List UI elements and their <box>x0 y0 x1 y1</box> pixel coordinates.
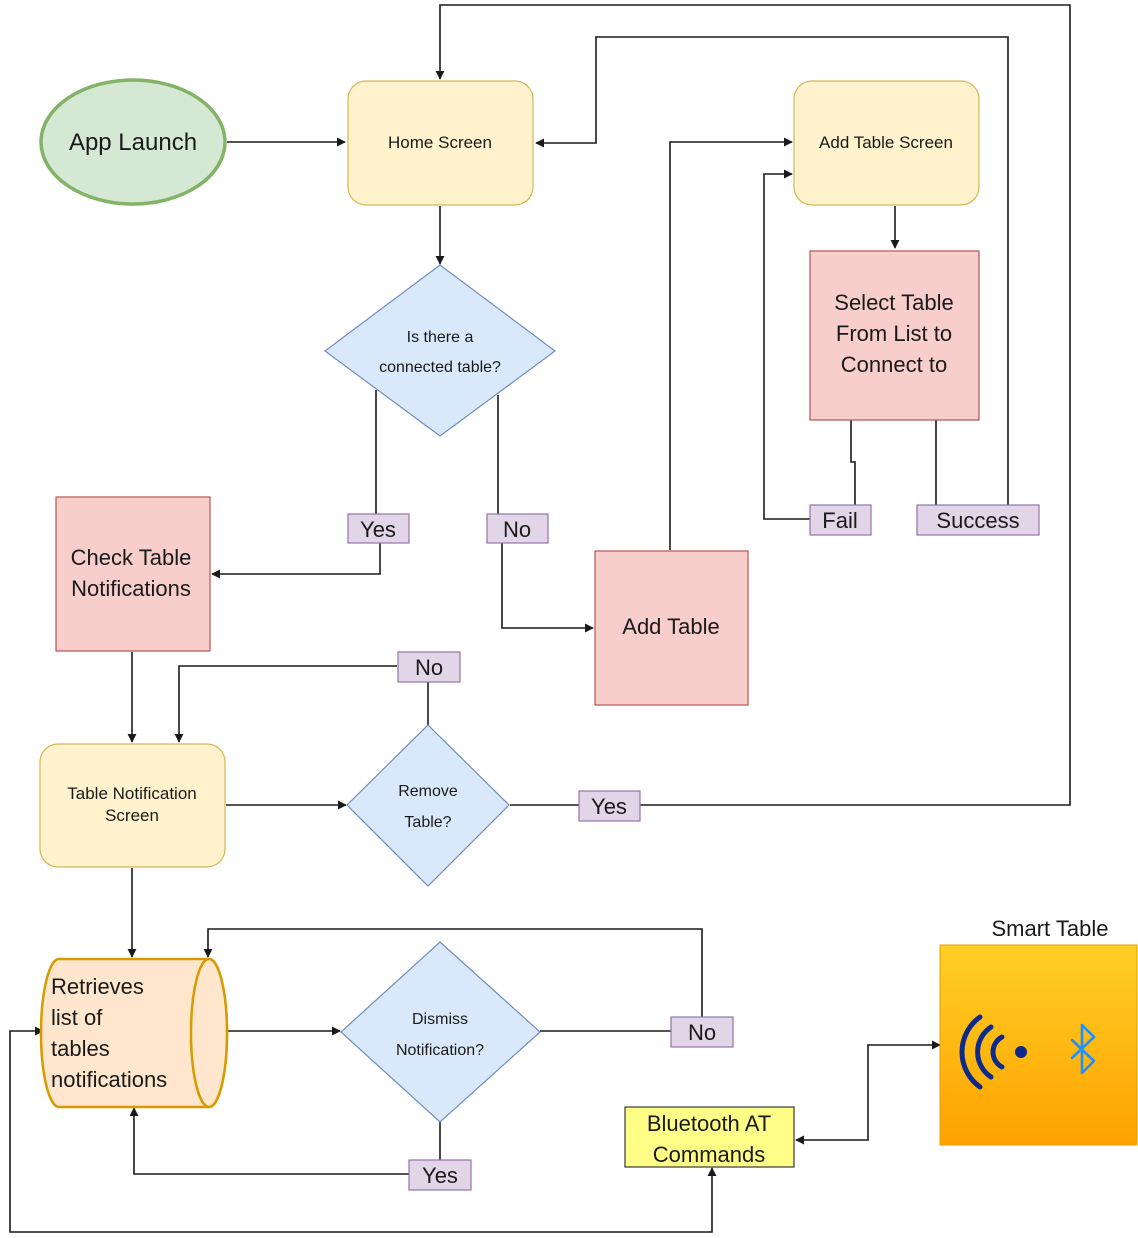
add-table-node: Add Table <box>594 550 749 706</box>
edge-add-table-to-screen <box>669 137 793 550</box>
dismiss-line2: Notification? <box>396 1042 484 1059</box>
svg-text:Fail: Fail <box>822 508 857 533</box>
svg-text:No: No <box>688 1020 716 1045</box>
edge-bluetooth-smart-table <box>795 1040 941 1145</box>
check-notifications-line2: Notifications <box>71 576 191 601</box>
add-table-screen-node: Add Table Screen <box>793 80 980 206</box>
svg-text:Yes: Yes <box>591 794 627 819</box>
svg-text:Success: Success <box>936 508 1019 533</box>
smart-table-title: Smart Table <box>992 916 1109 941</box>
connected-table-decision: Is there a connected table? <box>323 264 557 437</box>
table-notification-screen-line2: Screen <box>105 806 159 825</box>
edge-dismiss-yes-loop <box>134 1108 441 1175</box>
edge-remove-no-loop <box>179 665 429 742</box>
edge-label-no-connected: No <box>486 513 549 544</box>
edge-label-yes-connected: Yes <box>347 513 410 544</box>
bluetooth-line2: Commands <box>653 1142 765 1167</box>
select-table-line3: Connect to <box>841 352 947 377</box>
connected-question-line2: connected table? <box>379 359 501 376</box>
bluetooth-line1: Bluetooth AT <box>647 1111 771 1136</box>
edge-success-to-home <box>536 36 1009 505</box>
edge-label-no-remove: No <box>397 651 461 683</box>
add-table-screen-label: Add Table Screen <box>819 133 953 152</box>
dismiss-line1: Dismiss <box>412 1011 468 1028</box>
edge-retrieve-bluetooth <box>9 1026 717 1233</box>
table-notification-screen-node: Table Notification Screen <box>39 743 226 868</box>
edge-label-no-dismiss: No <box>670 1016 734 1048</box>
add-table-label: Add Table <box>622 614 719 639</box>
check-notifications-line1: Check Table <box>71 545 192 570</box>
retrieves-line2: list of <box>51 1005 103 1030</box>
retrieves-line3: tables <box>51 1036 110 1061</box>
remove-table-line2: Table? <box>404 814 451 831</box>
svg-text:Yes: Yes <box>360 517 396 542</box>
bluetooth-commands-node: Bluetooth AT Commands <box>624 1106 795 1168</box>
retrieves-notifications-datastore: Retrieves list of tables notifications <box>39 957 229 1109</box>
bluetooth-icon <box>1070 1023 1096 1075</box>
home-screen-label: Home Screen <box>388 133 492 152</box>
wireless-signal-icon <box>959 1014 1027 1090</box>
select-table-line1: Select Table <box>834 290 953 315</box>
app-launch-node: App Launch <box>39 78 227 206</box>
remove-table-decision: Remove Table? <box>346 724 510 887</box>
home-screen-node: Home Screen <box>347 80 534 206</box>
edge-label-success: Success <box>916 504 1040 536</box>
edge-label-fail: Fail <box>809 504 872 536</box>
smart-table-node: Smart Table <box>939 916 1138 1146</box>
select-table-line2: From List to <box>836 321 952 346</box>
edge-no-to-add-table <box>497 395 594 633</box>
dismiss-notification-decision: Dismiss Notification? <box>340 941 541 1123</box>
edges <box>9 4 1071 1233</box>
svg-text:No: No <box>415 655 443 680</box>
select-table-node: Select Table From List to Connect to <box>809 250 980 421</box>
retrieves-line4: notifications <box>51 1067 167 1092</box>
edge-remove-yes-to-home <box>440 4 1071 806</box>
edge-label-yes-dismiss: Yes <box>408 1159 472 1191</box>
app-launch-label: App Launch <box>69 129 197 156</box>
table-notification-screen-line1: Table Notification <box>67 784 196 803</box>
svg-text:No: No <box>503 517 531 542</box>
connected-question-line1: Is there a <box>407 329 474 346</box>
retrieves-line1: Retrieves <box>51 974 144 999</box>
edge-yes-to-check <box>211 390 381 579</box>
edge-label-yes-remove: Yes <box>578 790 641 822</box>
svg-text:Yes: Yes <box>422 1163 458 1188</box>
remove-table-line1: Remove <box>398 783 458 800</box>
check-notifications-node: Check Table Notifications <box>55 496 211 652</box>
